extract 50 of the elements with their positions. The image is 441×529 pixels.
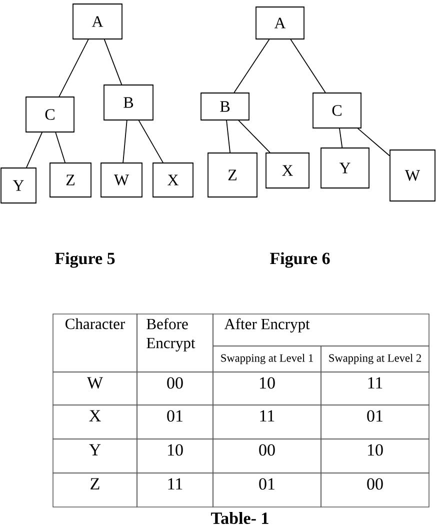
connector-line xyxy=(339,128,343,148)
table-cell: 01 xyxy=(212,472,322,508)
tree-node-box: Y xyxy=(320,148,370,188)
tree-node-box: C xyxy=(312,92,362,128)
tree-node-box: X xyxy=(266,152,310,188)
connector-line xyxy=(234,39,270,93)
tree-node-box: A xyxy=(256,6,304,40)
figure-caption: Figure 6 xyxy=(270,252,330,268)
tree-node-box: W xyxy=(390,150,436,202)
table-cell: 10 xyxy=(136,438,214,474)
table-cell: Z xyxy=(52,472,138,508)
table-cell: 00 xyxy=(320,472,430,508)
tree-node-box: B xyxy=(200,92,250,120)
connector-line xyxy=(104,39,122,85)
connector-line xyxy=(290,39,326,93)
figure-caption: Figure 5 xyxy=(55,252,115,268)
table-cell: Swapping at Level 1 xyxy=(212,346,322,372)
connector-line xyxy=(26,132,42,168)
tree-node-box: X xyxy=(152,162,194,198)
table-cell: 10 xyxy=(320,438,430,474)
connector-line xyxy=(122,120,128,163)
table-cell: Character xyxy=(52,314,138,372)
connector-line xyxy=(58,39,89,97)
table-cell: 10 xyxy=(212,372,322,406)
table-cell: 00 xyxy=(212,438,322,474)
connector-line xyxy=(226,120,230,153)
table-cell: 01 xyxy=(320,404,430,440)
tree-node-box: W xyxy=(100,162,142,198)
connector-line xyxy=(55,132,66,163)
table-cell: Before Encrypt xyxy=(136,314,214,372)
table-cell: 11 xyxy=(320,372,430,406)
tree-node-box: Z xyxy=(50,162,92,198)
tree-node-box: A xyxy=(72,4,122,40)
tree-node-box: B xyxy=(104,84,154,120)
table-cell: After Encrypt xyxy=(212,314,430,346)
table-cell: 11 xyxy=(136,472,214,508)
table-cell: 00 xyxy=(136,372,214,406)
table-cell: W xyxy=(52,372,138,406)
connector-line xyxy=(357,128,390,156)
table-cell: 01 xyxy=(136,404,214,440)
connector-line xyxy=(138,120,164,163)
table-cell: X xyxy=(52,404,138,440)
tree-node-box: Z xyxy=(208,152,258,198)
tree-node-box: Y xyxy=(0,168,36,204)
table-cell: Y xyxy=(52,438,138,474)
table-cell: 11 xyxy=(212,404,322,440)
connector-line xyxy=(238,120,270,153)
table-caption: Table- 1 xyxy=(211,512,268,524)
tree-node-box: C xyxy=(26,96,74,132)
table-cell: Swapping at Level 2 xyxy=(320,346,430,372)
